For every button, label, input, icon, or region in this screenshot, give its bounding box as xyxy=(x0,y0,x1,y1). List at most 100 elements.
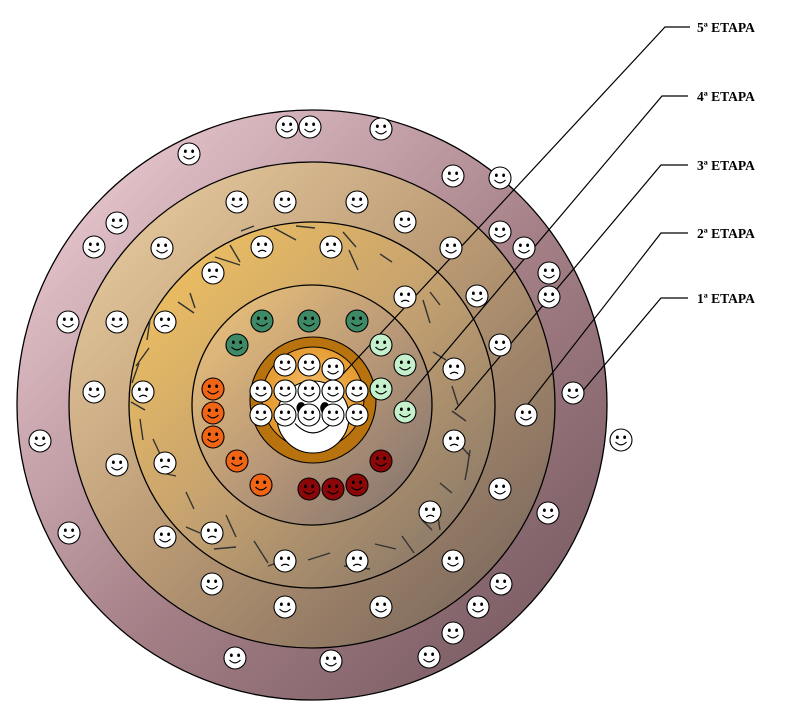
label-etapa-5: 5ª ETAPA xyxy=(697,20,755,35)
smiley-white xyxy=(345,379,369,403)
smiley-white xyxy=(28,429,52,453)
leader-line-etapa-1 xyxy=(574,297,688,401)
smiley-white xyxy=(177,142,201,166)
smiley-dark-red xyxy=(345,473,369,497)
divider-stroke xyxy=(177,301,195,314)
smiley-white xyxy=(488,333,512,357)
smiley-white xyxy=(345,403,369,427)
smiley-white xyxy=(275,115,299,139)
smiley-white xyxy=(488,166,512,190)
divider-stroke xyxy=(214,256,241,266)
smiley-neutral xyxy=(131,380,155,404)
smiley-white xyxy=(609,428,633,452)
label-etapa-3: 3ª ETAPA xyxy=(697,158,755,173)
smiley-white xyxy=(105,310,129,334)
smiley-neutral xyxy=(345,549,369,573)
smiley-white xyxy=(56,310,80,334)
smiley-white xyxy=(321,379,345,403)
smiley-white xyxy=(488,477,512,501)
smiley-neutral xyxy=(273,549,297,573)
smiley-orange xyxy=(201,425,225,449)
smiley-white xyxy=(273,353,297,377)
divider-stroke xyxy=(422,299,431,324)
divider-stroke xyxy=(152,438,161,455)
smiley-light-green xyxy=(369,377,393,401)
smiley-neutral xyxy=(250,235,274,259)
smiley-white xyxy=(225,190,249,214)
divider-stroke xyxy=(213,546,237,550)
divider-stroke xyxy=(421,519,433,531)
smiley-neutral xyxy=(442,429,466,453)
smiley-green xyxy=(225,333,249,357)
smiley-light-green xyxy=(393,353,417,377)
divider-stroke xyxy=(466,449,471,471)
smiley-neutral xyxy=(201,261,225,285)
smiley-white xyxy=(273,403,297,427)
smiley-neutral xyxy=(393,285,417,309)
leader-line-etapa-4 xyxy=(404,95,688,401)
smiley-orange xyxy=(201,377,225,401)
smiley-white xyxy=(150,236,174,260)
divider-stroke xyxy=(429,291,441,306)
smiley-white xyxy=(466,595,490,619)
divider-stroke xyxy=(464,469,468,481)
smiley-green xyxy=(250,309,274,333)
divider-stroke xyxy=(185,491,195,510)
smiley-dark-red xyxy=(369,449,393,473)
divider-stroke xyxy=(225,514,237,538)
label-etapa-4: 4ª ETAPA xyxy=(697,89,755,104)
smiley-neutral xyxy=(153,451,177,475)
leader-line-etapa-3 xyxy=(454,164,688,411)
divider-stroke xyxy=(401,535,415,554)
divider-stroke xyxy=(451,410,467,422)
smiley-white xyxy=(369,595,393,619)
smiley-white xyxy=(153,525,177,549)
smiley-white xyxy=(321,357,345,381)
divider-stroke xyxy=(379,253,393,263)
divider-stroke xyxy=(185,526,201,534)
divider-stroke xyxy=(342,231,357,248)
smiley-white xyxy=(82,235,106,259)
smiley-green xyxy=(297,309,321,333)
smiley-white xyxy=(319,649,343,673)
smiley-white xyxy=(200,572,224,596)
smiley-neutral xyxy=(418,500,442,524)
label-etapa-1: 1ª ETAPA xyxy=(697,291,755,306)
divider-stroke xyxy=(131,362,140,384)
smiley-white xyxy=(273,190,297,214)
smiley-white xyxy=(249,379,273,403)
smiley-white xyxy=(298,115,322,139)
divider-stroke xyxy=(307,552,331,561)
divider-stroke xyxy=(451,385,459,406)
smiley-white xyxy=(105,211,129,235)
label-etapa-2: 2ª ETAPA xyxy=(697,226,755,241)
smiley-white xyxy=(512,236,536,260)
smiley-white xyxy=(561,381,585,405)
divider-stroke xyxy=(295,225,316,229)
smiley-neutral xyxy=(153,310,177,334)
ring-3-divider-lines xyxy=(130,225,471,570)
smiley-white xyxy=(536,501,560,525)
divider-stroke xyxy=(253,540,269,564)
smiley-light-green xyxy=(393,400,417,424)
smiley-neutral xyxy=(319,235,343,259)
smiley-white xyxy=(273,595,297,619)
smiley-white xyxy=(514,403,538,427)
smiley-white xyxy=(537,261,561,285)
smiley-white xyxy=(537,285,561,309)
divider-stroke xyxy=(139,418,144,441)
smiley-white xyxy=(273,379,297,403)
divider-stroke xyxy=(439,482,453,494)
smiley-white xyxy=(297,379,321,403)
smiley-white xyxy=(82,380,106,404)
smiley-orange xyxy=(225,449,249,473)
smiley-white xyxy=(105,453,129,477)
divider-stroke xyxy=(374,543,397,550)
divider-stroke xyxy=(432,351,447,361)
smiley-orange xyxy=(249,473,273,497)
divider-stroke xyxy=(348,249,359,271)
smiley-white xyxy=(297,403,321,427)
divider-stroke xyxy=(146,319,151,341)
smiley-neutral xyxy=(442,357,466,381)
smiley-white xyxy=(297,353,321,377)
